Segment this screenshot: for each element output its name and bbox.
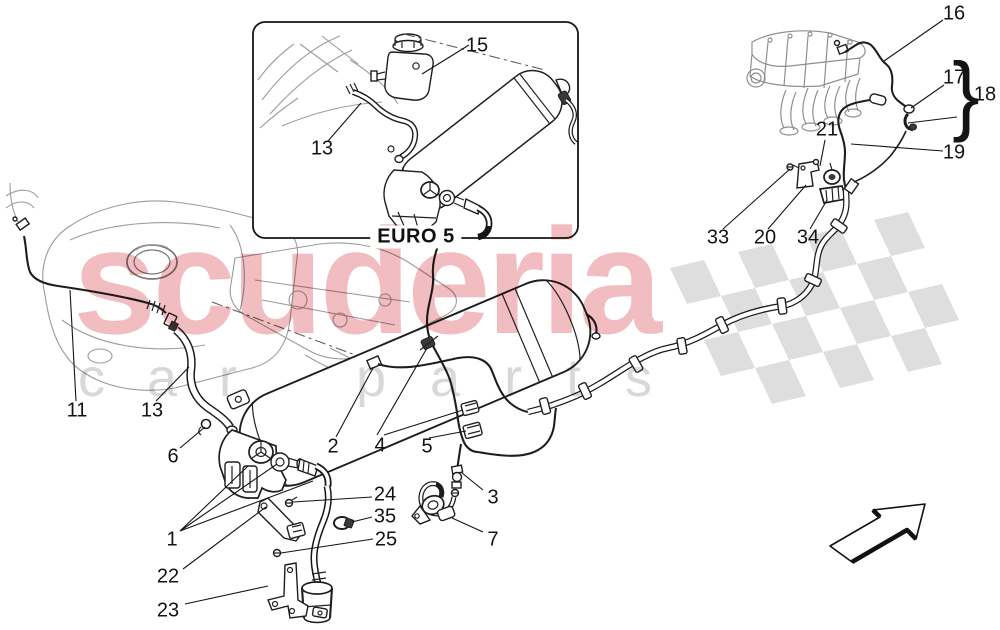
callout-22: 22 (156, 565, 180, 588)
callout-6: 6 (167, 445, 179, 468)
callout-2: 2 (327, 435, 339, 458)
vapour-pipeline (527, 130, 907, 416)
callout-35: 35 (373, 505, 397, 528)
valve-body (270, 452, 290, 472)
callout-18: 18 (973, 83, 997, 106)
callout-20: 20 (753, 226, 777, 249)
callout-4: 4 (374, 434, 386, 457)
callout-21: 21 (815, 118, 839, 141)
vapour-line-16 (833, 39, 917, 132)
direction-arrow-icon (829, 503, 926, 564)
callout-13-inset: 13 (310, 137, 334, 160)
branch-pipe (419, 238, 558, 457)
callout-24: 24 (373, 483, 397, 506)
leader-lines (69, 19, 958, 605)
euro5-inset-box (252, 21, 579, 241)
inset-hose-13 (345, 82, 419, 164)
callout-19: 19 (942, 141, 966, 164)
fuel-vapour-pipe-11 (12, 216, 179, 332)
union-3 (451, 471, 463, 483)
vent-filter (301, 581, 333, 595)
outlet-port-2 (365, 355, 383, 370)
clip-6 (200, 418, 212, 430)
callout-3: 3 (487, 486, 499, 509)
callout-13: 13 (140, 399, 164, 422)
callout-15: 15 (465, 34, 489, 57)
bracket-23 (267, 516, 355, 619)
vapour-canister (218, 279, 601, 624)
checkered-flag-icon (670, 212, 959, 404)
vapour-hose-13 (173, 326, 250, 446)
callout-34: 34 (796, 226, 820, 249)
inset-reservoir-15 (370, 33, 434, 101)
callout-7: 7 (487, 528, 499, 551)
purge-chain-3-7 (411, 443, 464, 525)
callout-16: 16 (942, 2, 966, 25)
callout-11: 11 (66, 399, 88, 422)
pipeline-clips (538, 218, 848, 416)
vapour-line-19 (837, 93, 887, 193)
euro5-label: EURO 5 (370, 225, 462, 249)
callout-17: 17 (942, 66, 966, 89)
inset-car-body-sketch (257, 35, 399, 129)
callout-33: 33 (706, 226, 730, 249)
callout-5: 5 (421, 435, 433, 458)
fitting-18 (909, 123, 917, 131)
callout-18-brace: } (952, 45, 980, 144)
inset-canister (383, 33, 578, 241)
bracket-22 (257, 496, 306, 542)
callout-1: 1 (166, 528, 178, 551)
callout-25: 25 (374, 528, 398, 551)
callout-23: 23 (156, 599, 180, 622)
clip-5 (462, 421, 483, 440)
fitting-17 (903, 104, 915, 114)
engine-intake-sketch (746, 30, 866, 136)
